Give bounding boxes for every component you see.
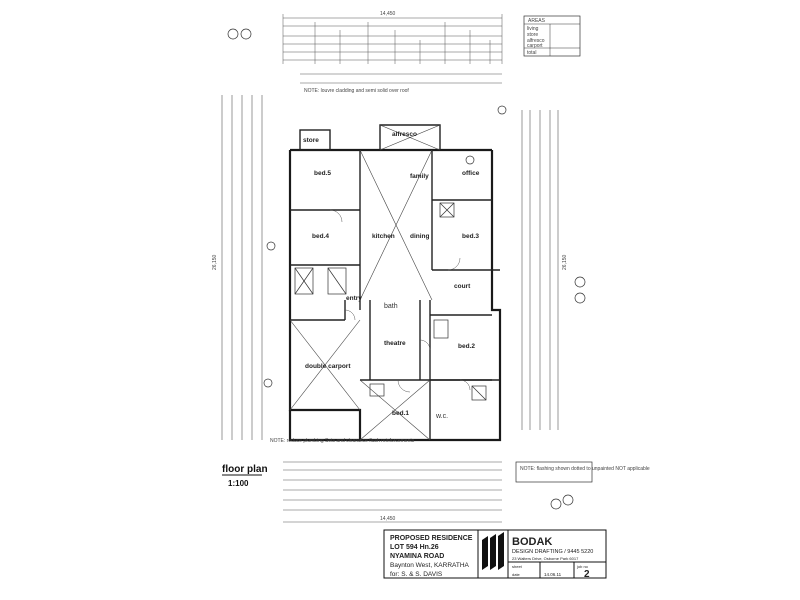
area-row-living: living: [527, 26, 539, 32]
sheet-number: 2: [584, 569, 590, 580]
sheet-label: sheet: [512, 564, 523, 569]
room-label-store: store: [303, 137, 319, 144]
room-label-family: family: [410, 173, 429, 180]
room-label-kitchen: kitchen: [372, 233, 395, 240]
room-label-bed5: bed.5: [314, 170, 331, 177]
note-bottom: NOTE: reduce plumbing Sets and clearance…: [270, 438, 415, 444]
room-label-entry: entry: [346, 295, 362, 302]
room-label-wc: w.c.: [435, 413, 448, 420]
overall-width-top: 14,450: [380, 11, 396, 17]
room-label-theatre: theatre: [384, 340, 406, 347]
area-row-alfresco: alfresco: [527, 38, 545, 44]
area-schedule-label: AREAS: [528, 18, 546, 24]
area-row-total: total: [527, 50, 536, 56]
floor-plan-title: floor plan: [222, 464, 268, 475]
door-swings: [329, 209, 471, 393]
title-block-frame: [383, 529, 607, 579]
room-label-carport: double carport: [305, 363, 351, 370]
firm-subtitle: DESIGN DRAFTING / 9445 5220: [512, 549, 593, 555]
job-label: job no: [576, 564, 589, 569]
room-label-bed1: bed.1: [392, 410, 409, 417]
right-dimensions: [521, 110, 559, 430]
date-value: 14.06.11: [544, 572, 562, 577]
title-suburb: Baynton West, KARRATHA: [390, 562, 470, 569]
area-row-store: store: [527, 32, 538, 38]
room-label-dining: dining: [410, 233, 430, 240]
left-dimensions: [221, 95, 263, 440]
grid-markers: [227, 28, 586, 510]
room-label-alfresco: alfresco: [392, 131, 417, 138]
overall-width-bottom: 14,450: [380, 516, 396, 522]
area-row-carport: carport: [527, 43, 543, 49]
note-top: NOTE: louvre cladding and semi solid ove…: [304, 88, 409, 94]
room-label-court: court: [454, 283, 471, 290]
interior-walls: [290, 124, 500, 440]
diagonal-markings: [289, 124, 441, 441]
building-walls: [288, 148, 502, 442]
floor-plan-scale: 1:100: [228, 479, 249, 488]
area-schedule: [523, 15, 581, 57]
room-label-bed3: bed.3: [462, 233, 479, 240]
title-project: PROPOSED RESIDENCE: [390, 535, 473, 542]
wet-areas: [294, 202, 487, 401]
room-label-bed4: bed.4: [312, 233, 329, 240]
title-client: for: S. & S. DAVIS: [390, 571, 443, 578]
firm-name: BODAK: [512, 536, 552, 548]
bottom-dimensions: [283, 461, 502, 523]
room-label-bath: bath: [384, 303, 398, 310]
date-label: date: [512, 572, 521, 577]
firm-address: 23 Walters Drive, Osborne Park 6017: [512, 556, 579, 561]
title-road: NYAMINA ROAD: [390, 553, 444, 560]
room-label-bed2: bed.2: [458, 343, 475, 350]
top-dimensions: [282, 14, 503, 84]
bodak-logo: [482, 532, 504, 570]
legend-note: NOTE: flashing shown dotted to unpainted…: [520, 466, 650, 472]
legend-box: [515, 461, 593, 483]
overall-depth-right: 26,150: [562, 254, 568, 270]
overall-depth-left: 26,150: [212, 254, 218, 270]
title-lot: LOT 594 Hn.26: [390, 544, 439, 551]
room-label-office: office: [462, 170, 480, 177]
